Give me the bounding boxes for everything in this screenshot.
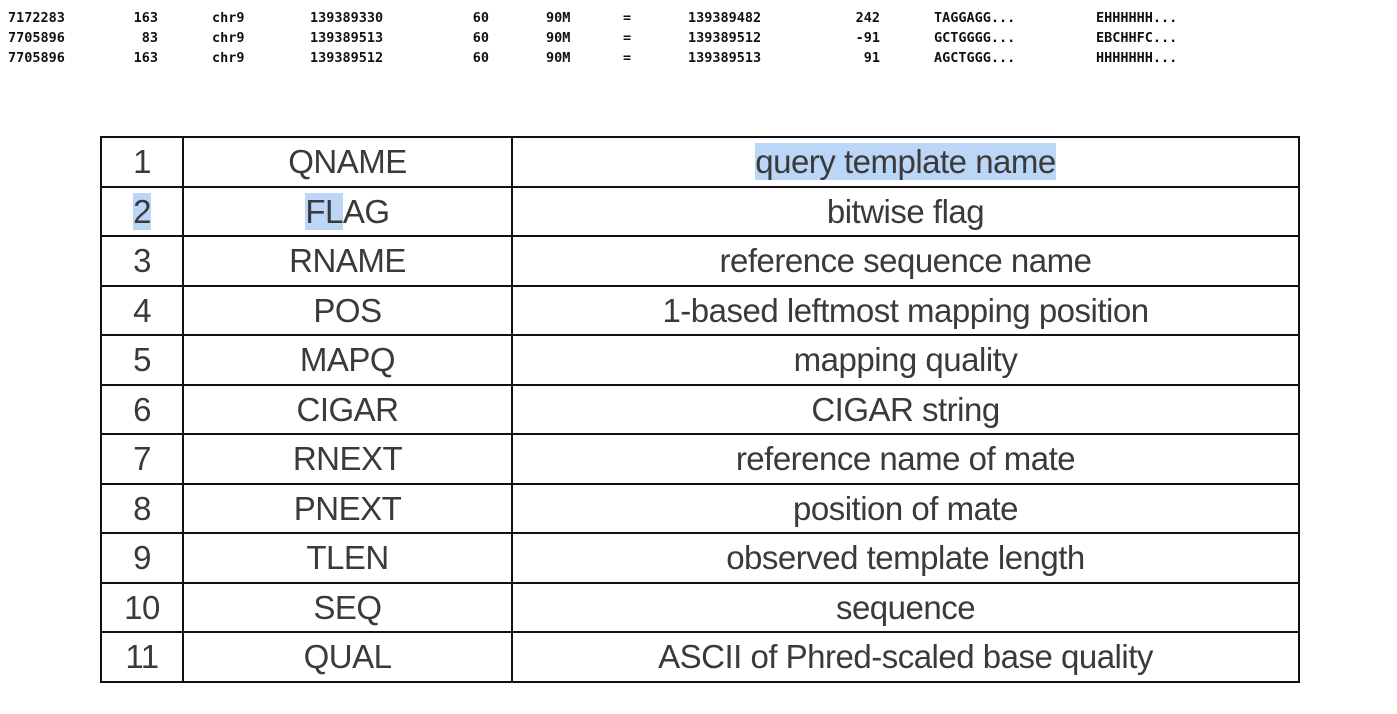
table-row: 1 QNAME query template name — [100, 136, 1300, 188]
record-cigar: 90M — [546, 30, 571, 46]
field-description: reference sequence name — [511, 235, 1300, 287]
field-description: CIGAR string — [511, 383, 1300, 435]
field-number: 9 — [100, 532, 184, 584]
record-rnext: = — [623, 30, 632, 46]
table-row: 9 TLEN observed template length — [100, 532, 1300, 584]
field-description: bitwise flag — [511, 185, 1300, 237]
table-row: 6 CIGAR CIGAR string — [100, 383, 1300, 435]
record-mapq: 60 — [472, 10, 489, 26]
field-name: RNAME — [182, 235, 513, 287]
field-description: query template name — [511, 136, 1300, 188]
table-row: 7 RNEXT reference name of mate — [100, 433, 1300, 485]
field-name: CIGAR — [182, 383, 513, 435]
field-number: 6 — [100, 383, 184, 435]
field-name: FLAG — [182, 185, 513, 237]
record-seq: AGCTGGG... — [934, 50, 1016, 66]
text-selection-highlight[interactable]: FL — [305, 192, 343, 230]
record-qname: 7705896 — [8, 30, 65, 46]
record-pos: 139389512 — [310, 50, 384, 66]
field-description: observed template length — [511, 532, 1300, 584]
record-qual: EBCHHFC... — [1096, 30, 1178, 46]
record-pos: 139389513 — [310, 30, 384, 46]
field-description: ASCII of Phred-scaled base quality — [511, 631, 1300, 683]
record-seq: TAGGAGG... — [934, 10, 1016, 26]
field-number: 5 — [100, 334, 184, 386]
field-number: 10 — [100, 581, 184, 633]
field-description: reference name of mate — [511, 433, 1300, 485]
record-tlen: 242 — [855, 10, 880, 26]
sam-fields-table: 1 QNAME query template name 2 FLAG bitwi… — [100, 136, 1300, 683]
record-seq: GCTGGGG... — [934, 30, 1016, 46]
field-name: QUAL — [182, 631, 513, 683]
text-selection-highlight[interactable]: query template name — [755, 143, 1056, 181]
field-number: 3 — [100, 235, 184, 287]
field-number: 1 — [100, 136, 184, 188]
field-name: POS — [182, 284, 513, 336]
field-number: 7 — [100, 433, 184, 485]
field-number: 2 — [100, 185, 184, 237]
field-description: mapping quality — [511, 334, 1300, 386]
sam-record-row: 7172283 163 chr9 139389330 60 90M = 1393… — [8, 8, 1177, 28]
table-row: 11 QUAL ASCII of Phred-scaled base quali… — [100, 631, 1300, 683]
field-name-rest: AG — [342, 192, 390, 230]
record-pnext: 139389512 — [688, 30, 762, 46]
field-number: 4 — [100, 284, 184, 336]
record-tlen: -91 — [855, 30, 880, 46]
record-qual: EHHHHHH... — [1096, 10, 1178, 26]
field-number: 8 — [100, 482, 184, 534]
record-rname: chr9 — [212, 10, 245, 26]
sam-records: 7172283 163 chr9 139389330 60 90M = 1393… — [8, 8, 1177, 68]
field-description: 1-based leftmost mapping position — [511, 284, 1300, 336]
record-flag: 163 — [133, 50, 158, 66]
record-mapq: 60 — [472, 30, 489, 46]
text-selection-highlight[interactable]: 2 — [133, 192, 151, 230]
table-row: 3 RNAME reference sequence name — [100, 235, 1300, 287]
field-name: PNEXT — [182, 482, 513, 534]
record-pnext: 139389482 — [688, 10, 762, 26]
record-flag: 83 — [141, 30, 158, 46]
record-cigar: 90M — [546, 10, 571, 26]
record-tlen: 91 — [863, 50, 880, 66]
record-pnext: 139389513 — [688, 50, 762, 66]
table-row: 5 MAPQ mapping quality — [100, 334, 1300, 386]
record-rname: chr9 — [212, 30, 245, 46]
record-flag: 163 — [133, 10, 158, 26]
field-name: QNAME — [182, 136, 513, 188]
table-row: 4 POS 1-based leftmost mapping position — [100, 284, 1300, 336]
table-row: 10 SEQ sequence — [100, 581, 1300, 633]
field-description: position of mate — [511, 482, 1300, 534]
record-qual: HHHHHHH... — [1096, 50, 1178, 66]
record-rnext: = — [623, 10, 632, 26]
sam-record-row: 7705896 163 chr9 139389512 60 90M = 1393… — [8, 48, 1177, 68]
field-number: 11 — [100, 631, 184, 683]
record-rname: chr9 — [212, 50, 245, 66]
field-description: sequence — [511, 581, 1300, 633]
record-mapq: 60 — [472, 50, 489, 66]
record-pos: 139389330 — [310, 10, 384, 26]
field-name: RNEXT — [182, 433, 513, 485]
record-rnext: = — [623, 50, 632, 66]
record-cigar: 90M — [546, 50, 571, 66]
record-qname: 7705896 — [8, 50, 65, 66]
field-name: MAPQ — [182, 334, 513, 386]
field-name: TLEN — [182, 532, 513, 584]
record-qname: 7172283 — [8, 10, 65, 26]
sam-record-row: 7705896 83 chr9 139389513 60 90M = 13938… — [8, 28, 1177, 48]
table-row: 8 PNEXT position of mate — [100, 482, 1300, 534]
field-name: SEQ — [182, 581, 513, 633]
table-row: 2 FLAG bitwise flag — [100, 185, 1300, 237]
